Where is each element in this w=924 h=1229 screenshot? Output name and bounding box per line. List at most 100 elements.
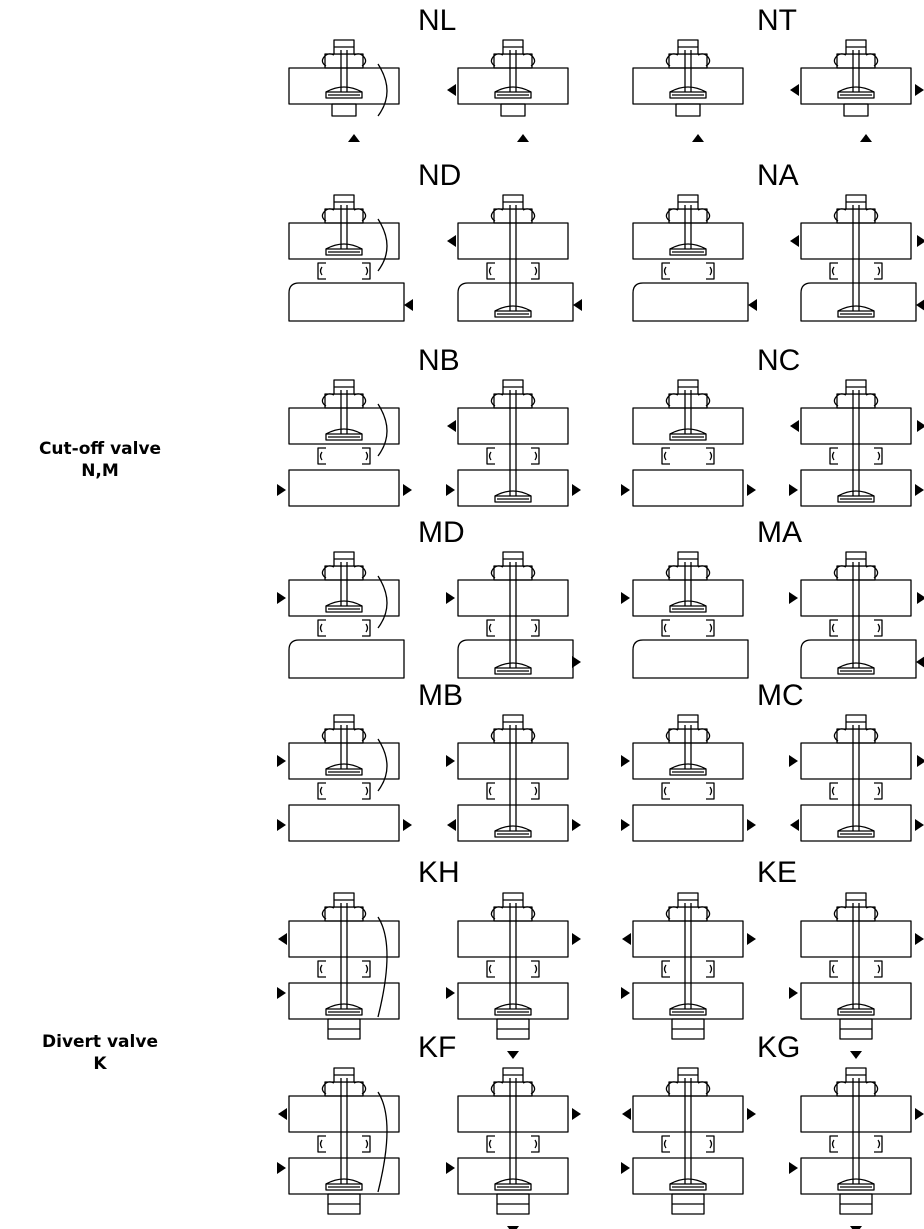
clamp-right (706, 262, 715, 280)
valve-code-nc: NC (757, 344, 801, 377)
valve-disc (837, 1003, 875, 1010)
lower-housing (800, 639, 917, 679)
flow-arrow-left (447, 235, 456, 247)
flow-arrow-right (446, 755, 455, 767)
flow-arrow-right (277, 592, 286, 604)
bonnet-clamp (833, 1081, 879, 1095)
bonnet-clamp (321, 393, 367, 407)
flow-arrow-right (747, 933, 756, 945)
bonnet-clamp (490, 728, 536, 742)
flow-arrow-up (860, 134, 872, 142)
clamp-left (317, 960, 326, 978)
bypass-channel (377, 63, 388, 117)
flow-arrow-right (572, 819, 581, 831)
upper-housing (288, 222, 400, 260)
flow-arrow-right (621, 755, 630, 767)
clamp-right (531, 782, 540, 800)
port-neck (500, 103, 526, 117)
flow-arrow-right (621, 592, 630, 604)
valve-8 (277, 379, 412, 507)
valve-disc (669, 600, 707, 607)
bonnet-clamp (833, 565, 879, 579)
valve-5 (447, 194, 582, 322)
flow-arrow-right (915, 933, 924, 945)
upper-housing (457, 407, 569, 445)
flow-arrow-right (789, 484, 798, 496)
valve-code-ma: MA (757, 516, 802, 549)
valve-2 (632, 39, 744, 142)
clamp-right (362, 1135, 371, 1153)
valve-26 (621, 1067, 756, 1215)
clamp-right (706, 447, 715, 465)
flow-arrow-right (747, 1108, 756, 1120)
bonnet-flange (836, 565, 876, 581)
valve-disc (325, 243, 363, 250)
bypass-channel (377, 738, 388, 792)
valve-disc (325, 428, 363, 435)
clamp-left (829, 782, 838, 800)
valve-code-nl: NL (418, 4, 457, 37)
clamp-right (531, 619, 540, 637)
upper-housing (800, 222, 912, 260)
category-name: Cut-off valve (38, 439, 162, 459)
valve-disc (494, 86, 532, 93)
valve-7 (790, 194, 924, 322)
bonnet-clamp (833, 393, 879, 407)
valve-15 (789, 551, 924, 679)
valve-10 (621, 379, 756, 507)
clamp-left (317, 782, 326, 800)
clamp-left (486, 619, 495, 637)
bonnet-flange (324, 565, 364, 581)
lower-housing (632, 804, 744, 842)
upper-housing (457, 742, 569, 780)
valve-disc (325, 1003, 363, 1010)
valve-code-nd: ND (418, 159, 462, 192)
upper-housing (800, 1095, 912, 1133)
valve-code-nt: NT (757, 4, 797, 37)
lower-housing (288, 282, 405, 322)
upper-housing (457, 920, 569, 958)
flow-arrow-right (403, 484, 412, 496)
clamp-right (362, 262, 371, 280)
valve-19 (789, 714, 924, 842)
bonnet-flange (324, 393, 364, 409)
bypass-channel (377, 403, 388, 457)
valve-code-nb: NB (418, 344, 460, 377)
valve-23 (789, 892, 924, 1059)
flow-arrow-left (278, 1108, 287, 1120)
flow-arrow-right (446, 592, 455, 604)
flow-arrow-left (447, 84, 456, 96)
clamp-left (661, 619, 670, 637)
bonnet-flange (324, 208, 364, 224)
flow-arrow-up (692, 134, 704, 142)
clamp-left (317, 619, 326, 637)
bonnet-clamp (490, 208, 536, 222)
bypass-channel (377, 575, 388, 629)
valve-disc (837, 1178, 875, 1185)
flow-arrow-left (447, 420, 456, 432)
lower-housing (632, 469, 744, 507)
upper-housing (288, 920, 400, 958)
valve-13 (446, 551, 581, 679)
valve-disc (669, 763, 707, 770)
category-codes: K (93, 1054, 107, 1074)
upper-housing (632, 407, 744, 445)
clamp-left (829, 619, 838, 637)
flow-arrow-left (790, 84, 799, 96)
upper-housing (632, 579, 744, 617)
flow-arrow-left (790, 420, 799, 432)
bonnet-clamp (665, 393, 711, 407)
bonnet-clamp (490, 906, 536, 920)
clamp-left (661, 447, 670, 465)
bonnet-flange (836, 53, 876, 69)
bonnet-flange (668, 393, 708, 409)
bonnet-flange (836, 906, 876, 922)
bonnet-flange (493, 906, 533, 922)
clamp-right (531, 1135, 540, 1153)
valve-disc (837, 825, 875, 832)
bonnet-clamp (321, 728, 367, 742)
flow-arrow-right (915, 484, 924, 496)
bonnet-flange (324, 906, 364, 922)
lower-housing (632, 282, 749, 322)
